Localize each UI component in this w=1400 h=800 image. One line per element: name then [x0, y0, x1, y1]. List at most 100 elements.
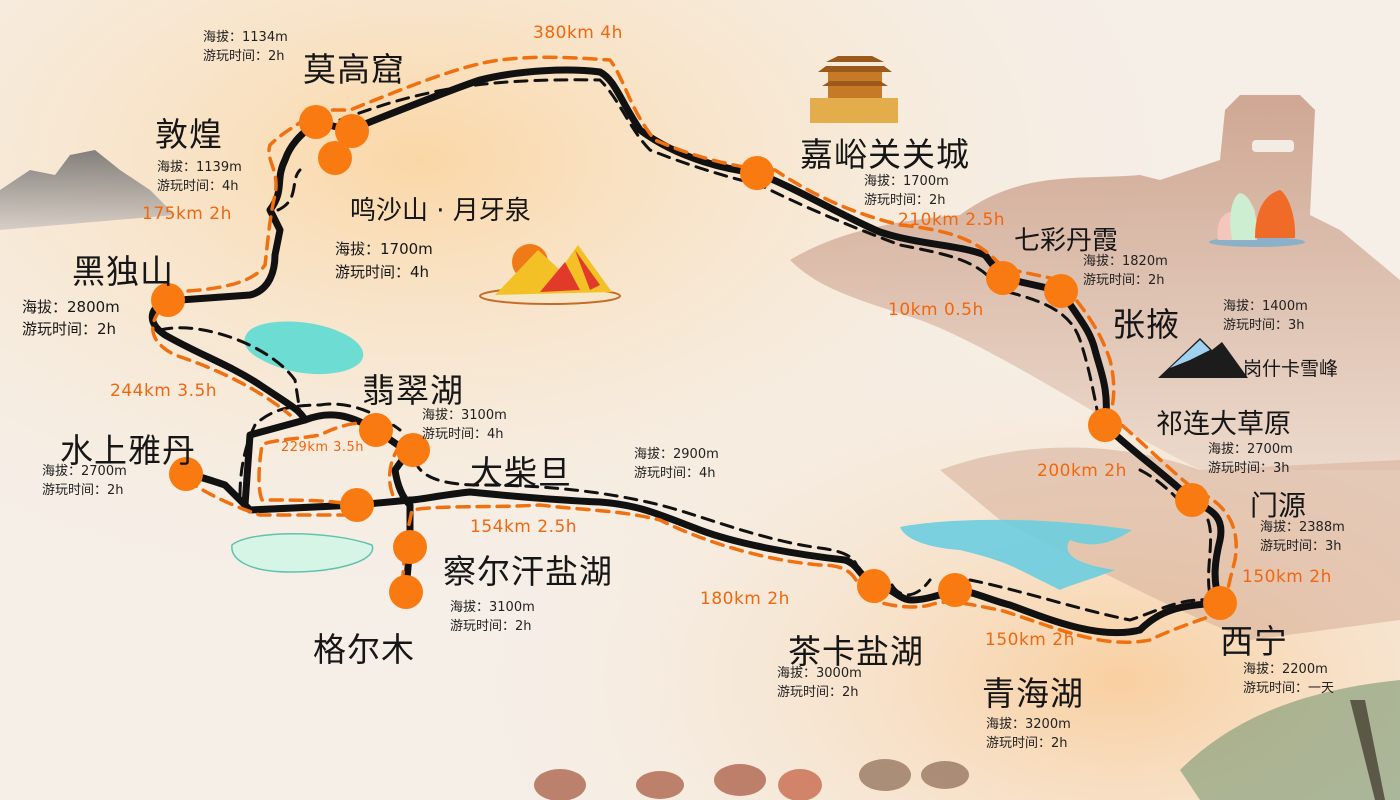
distance-qicai-zhangye: 10km 0.5h [888, 300, 984, 320]
duration-text: 游玩时间：2h [42, 483, 124, 498]
distance-dunhuang-heidushan: 175km 2h [142, 204, 232, 224]
dashed-route-line [158, 78, 1213, 622]
marker-dachaidan-junction[interactable] [396, 433, 430, 467]
marker-chaerhan[interactable] [393, 530, 427, 564]
altitude-text: 海拔：1700m [864, 174, 949, 189]
stop-name-zhangye[interactable]: 张掖 [1112, 305, 1180, 344]
zhangye-info: 海拔：1400m 游玩时间：3h [1223, 297, 1308, 335]
mingsha-info: 海拔：1700m 游玩时间：4h [335, 238, 433, 284]
altitude-text: 海拔：1700m [335, 240, 433, 258]
marker-mingsha[interactable] [318, 141, 352, 175]
qinghai-lake-icon [900, 519, 1132, 590]
menyuan-info: 海拔：2388m 游玩时间：3h [1260, 518, 1345, 556]
stop-name-qilian[interactable]: 祁连大草原 [1156, 409, 1291, 440]
marker-dachaidan[interactable] [340, 488, 374, 522]
duration-text: 游玩时间：2h [22, 320, 117, 338]
stop-name-chaka[interactable]: 茶卡盐湖 [788, 632, 924, 671]
stop-name-dachaidan[interactable]: 大柴旦 [470, 453, 572, 492]
stop-name-geermu[interactable]: 格尔木 [313, 630, 415, 669]
qilian-info: 海拔：2700m 游玩时间：3h [1208, 440, 1293, 478]
duration-text: 游玩时间：2h [777, 685, 859, 700]
distance-shuishang-feicui: 229km 3.5h [281, 440, 365, 455]
duration-text: 游玩时间：一天 [1243, 681, 1335, 696]
qinghaihu-info: 海拔：3200m 游玩时间：2h [986, 715, 1071, 753]
marker-qilian[interactable] [1088, 408, 1122, 442]
stop-name-mingsha[interactable]: 鸣沙山 · 月牙泉 [350, 196, 531, 226]
duration-text: 游玩时间：3h [1208, 461, 1290, 476]
altitude-text: 海拔：2700m [42, 464, 127, 479]
altitude-text: 海拔：2200m [1243, 662, 1328, 677]
duration-text: 游玩时间：2h [450, 619, 532, 634]
altitude-text: 海拔：2800m [22, 298, 120, 316]
distance-chaka-qinghaihu: 150km 2h [985, 630, 1075, 650]
stop-name-qicai[interactable]: 七彩丹霞 [1014, 226, 1119, 256]
marker-chaka[interactable] [857, 569, 891, 603]
danxia-rainbow-hills-icon [1209, 190, 1305, 247]
distance-dachaidan-chaka: 154km 2.5h [470, 517, 578, 537]
marker-shuishang[interactable] [169, 457, 203, 491]
marker-dunhuang[interactable] [335, 114, 369, 148]
distance-to-chaka: 180km 2h [700, 589, 790, 609]
altitude-text: 海拔：3200m [986, 717, 1071, 732]
duration-text: 游玩时间：2h [986, 736, 1068, 751]
duration-text: 游玩时间：4h [422, 427, 504, 442]
altitude-text: 海拔：3100m [422, 408, 507, 423]
altitude-text: 海拔：1139m [157, 160, 242, 175]
altitude-text: 海拔：1820m [1083, 254, 1168, 269]
duration-text: 游玩时间：2h [864, 193, 946, 208]
distance-zhangye-qilian: 200km 2h [1037, 461, 1127, 481]
stop-name-gangshika[interactable]: 岗什卡雪峰 [1243, 358, 1339, 380]
tree-icon [1180, 680, 1400, 800]
marker-xining[interactable] [1203, 586, 1237, 620]
duration-text: 游玩时间：3h [1260, 539, 1342, 554]
stop-name-mogao[interactable]: 莫高窟 [303, 50, 405, 89]
altitude-text: 海拔：1400m [1223, 299, 1308, 314]
dunhuang-info: 海拔：1139m 游玩时间：4h [157, 158, 242, 196]
duration-text: 游玩时间：4h [157, 179, 239, 194]
mogao-info: 海拔：1134m 游玩时间：2h [203, 28, 288, 66]
marker-zhangye[interactable] [1044, 274, 1078, 308]
altitude-text: 海拔：2388m [1260, 520, 1345, 535]
stop-name-xining[interactable]: 西宁 [1220, 622, 1288, 661]
altitude-text: 海拔：2900m [634, 447, 719, 462]
stop-name-qinghaihu[interactable]: 青海湖 [982, 674, 1084, 713]
dachaidan-info: 海拔：2900m 游玩时间：4h [634, 445, 719, 483]
camel-caravan-icon [534, 759, 969, 800]
feicui-info: 海拔：3100m 游玩时间：4h [422, 406, 507, 444]
jiayuguan-tower-icon [810, 56, 898, 123]
qicai-info: 海拔：1820m 游玩时间：2h [1083, 252, 1168, 290]
main-route-line [164, 66, 1225, 637]
duration-text: 游玩时间：2h [1083, 273, 1165, 288]
altitude-text: 海拔：3100m [450, 600, 535, 615]
stop-name-dunhuang[interactable]: 敦煌 [155, 115, 223, 154]
stop-name-feicui[interactable]: 翡翠湖 [362, 371, 464, 410]
marker-menyuan[interactable] [1175, 483, 1209, 517]
distance-jiayuguan-qicai: 210km 2.5h [898, 210, 1006, 230]
stop-name-menyuan[interactable]: 门源 [1250, 489, 1307, 522]
stop-name-shuishang[interactable]: 水上雅丹 [60, 431, 196, 470]
xining-info: 海拔：2200m 游玩时间：一天 [1243, 660, 1334, 698]
grey-mountain-icon [0, 150, 175, 230]
marker-qicai[interactable] [986, 261, 1020, 295]
marker-feicui[interactable] [359, 413, 393, 447]
chaerhan-info: 海拔：3100m 游玩时间：2h [450, 598, 535, 636]
chaka-info: 海拔：3000m 游玩时间：2h [777, 664, 862, 702]
stop-name-jiayuguan[interactable]: 嘉峪关关城 [800, 135, 970, 174]
stop-name-heidushan[interactable]: 黑独山 [72, 252, 174, 291]
snow-mountain-icon [1158, 338, 1248, 378]
duration-text: 游玩时间：2h [203, 49, 285, 64]
marker-mogao[interactable] [299, 105, 333, 139]
altitude-text: 海拔：2700m [1208, 442, 1293, 457]
marker-heidushan[interactable] [151, 283, 185, 317]
jiayuguan-info: 海拔：1700m 游玩时间：2h [864, 172, 949, 210]
orange-route-line [151, 55, 1238, 645]
marker-geermu[interactable] [389, 575, 423, 609]
stop-name-chaerhan[interactable]: 察尔汗盐湖 [443, 552, 613, 591]
altitude-text: 海拔：1134m [203, 30, 288, 45]
sand-dune-icon [479, 244, 621, 305]
marker-qinghaihu[interactable] [938, 573, 972, 607]
marker-jiayuguan[interactable] [740, 156, 774, 190]
